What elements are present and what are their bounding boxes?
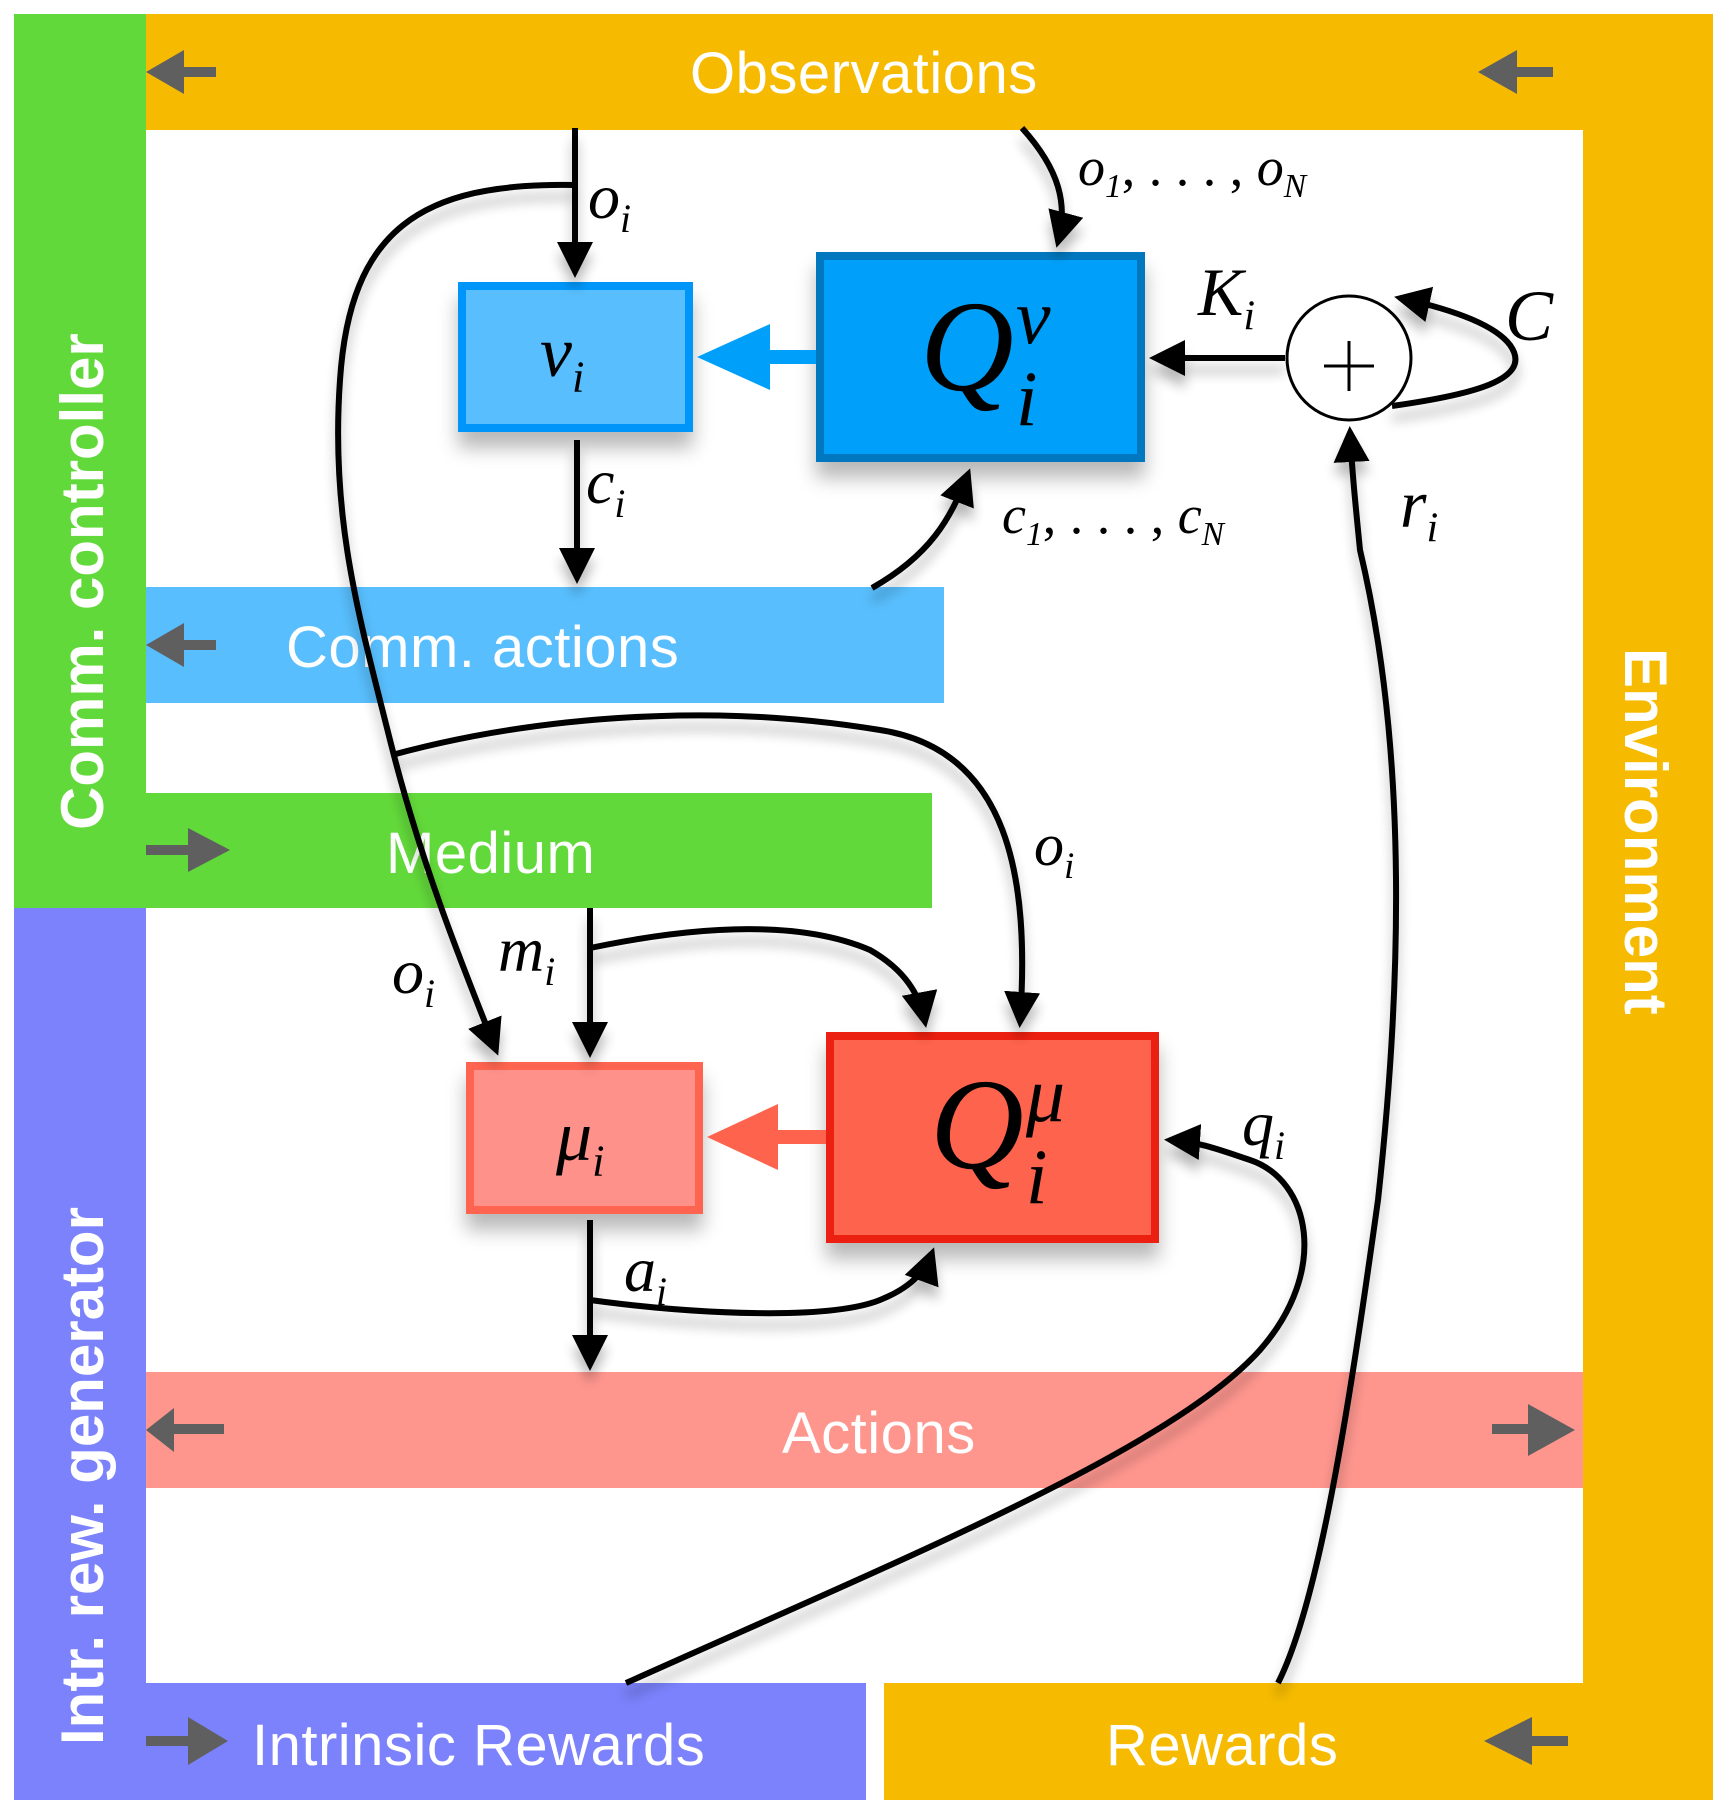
intrinsic-rewards-band (146, 1683, 866, 1800)
actions-left-arrow-icon (146, 1408, 224, 1452)
intrinsic-rewards-label: Intrinsic Rewards (252, 1713, 706, 1778)
rewards-label: Rewards (1106, 1713, 1339, 1778)
label-c: C (1505, 276, 1554, 356)
observations-left-arrow-icon (146, 50, 216, 94)
edge-c-loop (1391, 286, 1519, 409)
label-c-all: c1, . . . , cN (1002, 485, 1224, 553)
label-r-i: ri (1400, 466, 1439, 552)
intrinsic-rewards-right-arrow-icon (146, 1717, 228, 1765)
comm-actions-label: Comm. actions (286, 615, 680, 680)
medium-right-arrow-icon (146, 828, 230, 872)
edge-mi-to-qmu (589, 926, 938, 1028)
label-a-i: ai (624, 1234, 668, 1314)
edge-oi-to-qmu (391, 712, 1041, 1028)
q-nu-symbol: Q ν i (920, 273, 1051, 443)
nu-policy-box[interactable] (458, 282, 693, 432)
sum-node[interactable] (1285, 294, 1413, 422)
label-m-i: mi (498, 914, 556, 994)
nu-symbol: νi (540, 312, 585, 402)
q-nu-critic-box[interactable] (816, 252, 1145, 462)
label-q-i: qi (1242, 1088, 1286, 1168)
mu-symbol: μi (556, 1096, 605, 1186)
actions-label: Actions (782, 1401, 976, 1466)
edge-ri-to-sum (1275, 426, 1400, 1685)
observations-label: Observations (690, 41, 1038, 106)
q-mu-symbol: Q μ i (930, 1051, 1066, 1221)
label-o-i-left: oi (392, 936, 436, 1016)
actions-right-arrow-icon (1492, 1404, 1575, 1456)
rewards-band (884, 1683, 1583, 1800)
label-k-i: Ki (1198, 254, 1256, 340)
comm-actions-band (146, 587, 944, 703)
intr-reward-generator-band (14, 908, 146, 1800)
environment-band (1583, 14, 1713, 1800)
edge-oall-to-qnu (1019, 125, 1084, 248)
mu-policy-box[interactable] (466, 1062, 703, 1214)
edge-call-to-qnu (870, 468, 974, 591)
label-c-i: ci (586, 446, 626, 526)
label-o-i-right: oi (1034, 812, 1075, 887)
edge-ai-to-qmu (589, 1247, 939, 1317)
q-mu-critic-box[interactable] (826, 1032, 1159, 1243)
observations-right-arrow-icon (1478, 50, 1553, 94)
edge-oi-to-mu (335, 181, 576, 1056)
flow-arrows (146, 50, 1575, 1765)
comm-actions-left-arrow-icon (146, 623, 216, 667)
observations-band (146, 14, 1713, 130)
edge-qi-to-qmu (624, 1124, 1308, 1686)
q-nu-to-nu-arrow (697, 324, 816, 390)
label-o-i-top: oi (588, 161, 632, 241)
rewards-left-arrow-icon (1484, 1717, 1568, 1765)
q-mu-to-mu-arrow (707, 1104, 826, 1170)
comm-controller-band (14, 14, 146, 908)
label-o-all: o1, . . . , oN (1078, 137, 1307, 205)
